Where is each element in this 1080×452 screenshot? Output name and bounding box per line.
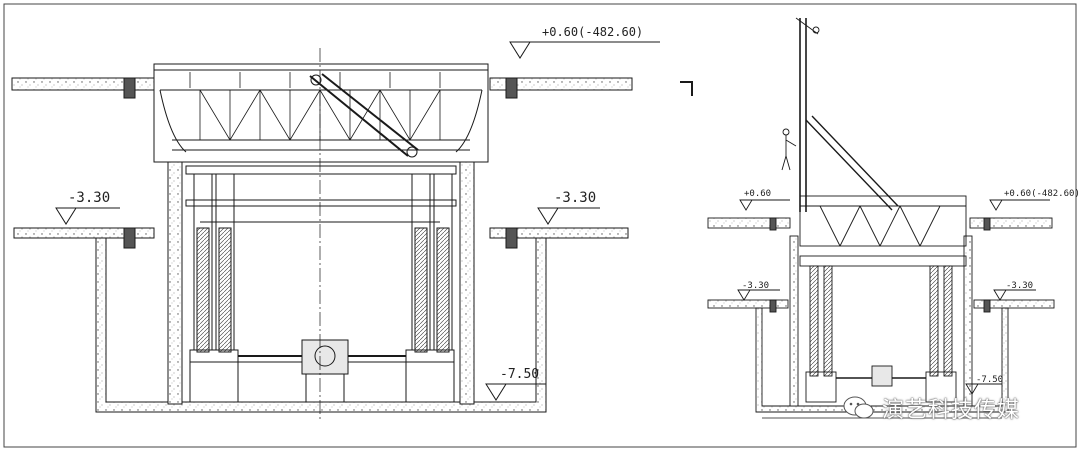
beam-block: [505, 77, 518, 99]
right-top-elevation-label-left: +0.60: [744, 189, 771, 199]
ground-slab-right: [489, 77, 633, 91]
upper-elevation-label-right: -3.30: [554, 190, 596, 206]
slab-upper-right: [489, 227, 629, 239]
right-upper-elevation-label-right: -3.30: [1006, 281, 1033, 291]
top-elevation-label: +0.60(-482.60): [542, 25, 643, 39]
right-section-view: [680, 17, 1055, 419]
beam-block: [505, 227, 518, 249]
pit-shell: [95, 237, 547, 413]
left-section-view: [11, 41, 660, 420]
pit-elevation-label: -7.50: [500, 367, 539, 382]
watermark: 演艺科技传媒: [842, 392, 1020, 424]
watermark-text: 演艺科技传媒: [882, 398, 1021, 423]
outer-frame: [3, 3, 1077, 448]
right-upper-elevation-label-left: -3.30: [742, 281, 769, 291]
beam-block: [123, 77, 136, 99]
platform-frame: [153, 63, 489, 163]
beam-block: [123, 227, 136, 249]
slab-upper-left: [13, 227, 155, 239]
upper-elevation-label-left: -3.30: [68, 190, 110, 206]
pit-wall-left: [167, 161, 183, 405]
right-top-elevation-label-right: +0.60(-482.60): [1004, 189, 1080, 199]
right-pit-elevation-label: -7.50: [976, 375, 1003, 385]
pit-wall-right: [459, 161, 475, 405]
wechat-icon: [842, 395, 876, 421]
